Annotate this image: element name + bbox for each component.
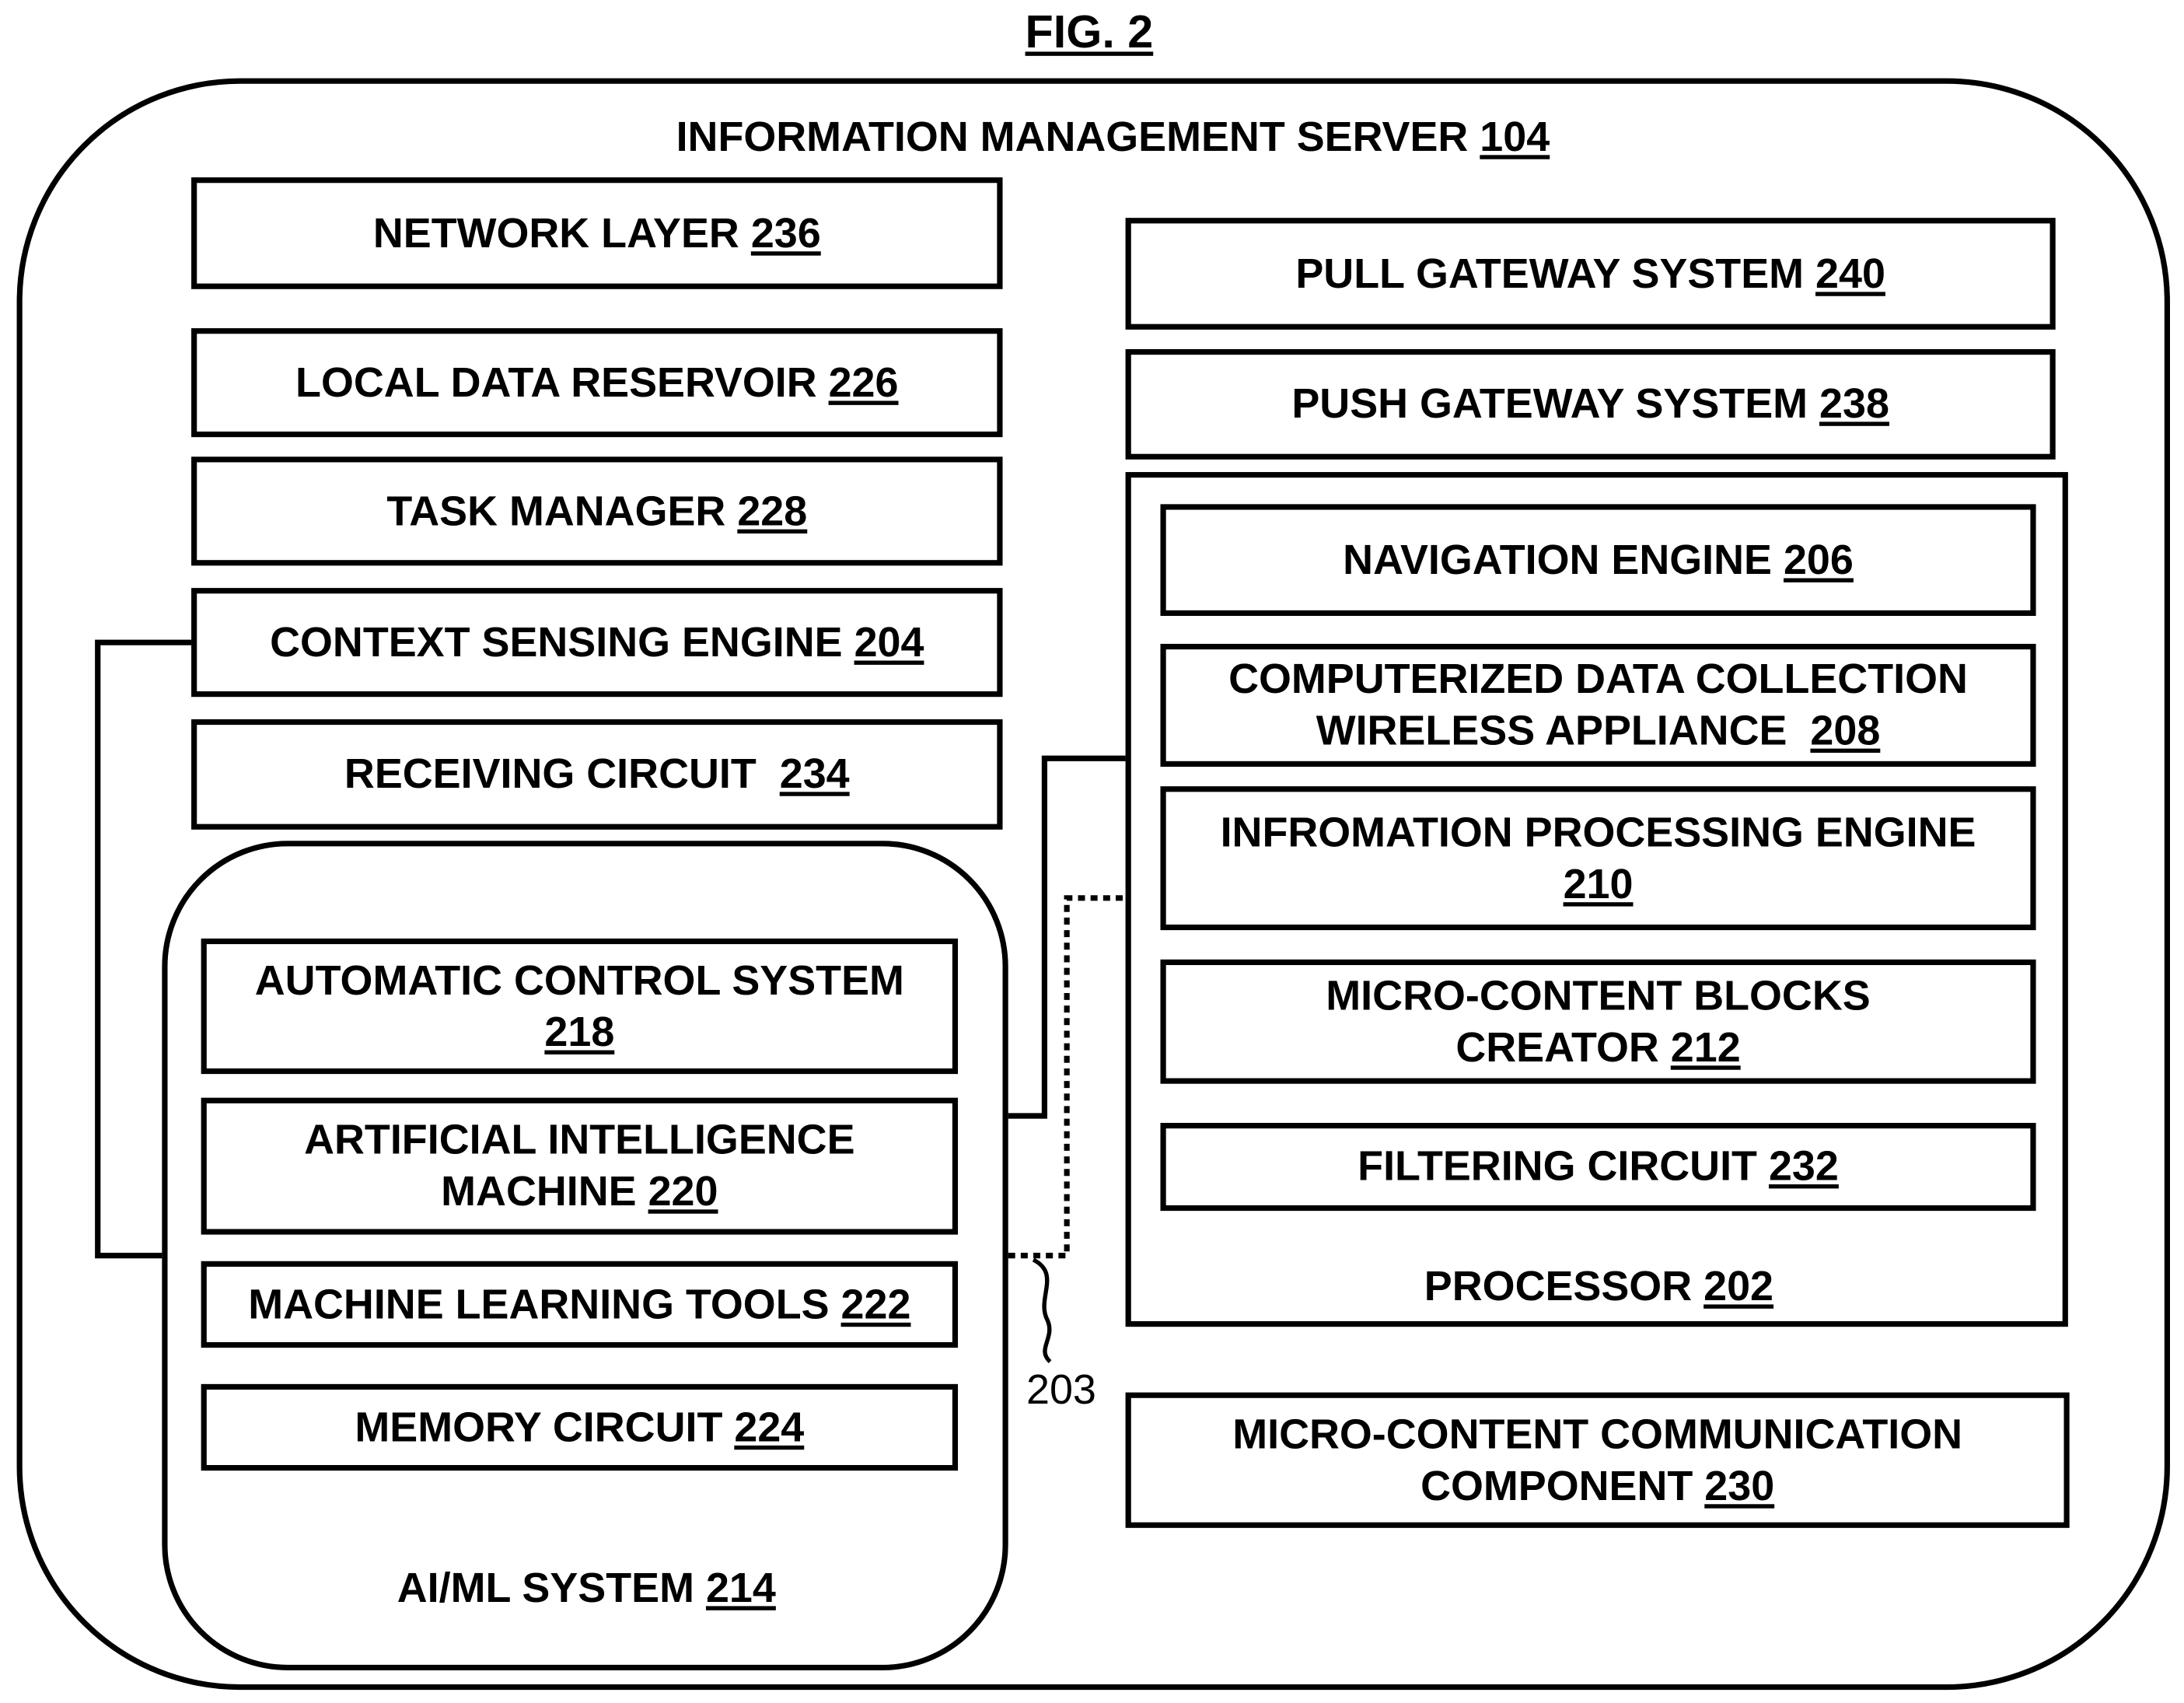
network-layer-box: NETWORK LAYER 236 [191, 177, 1003, 289]
micro-content-communication-component-box: MICRO-CONTENT COMMUNICATION COMPONENT 23… [1125, 1392, 2070, 1528]
navigation-engine-box: NAVIGATION ENGINE 206 [1160, 504, 2036, 617]
pull-gateway-system-box: PULL GATEWAY SYSTEM 240 [1125, 218, 2056, 330]
processor-boundary [1125, 472, 2068, 1327]
context-sensing-engine-box: CONTEXT SENSING ENGINE 204 [191, 588, 1003, 698]
server-label: INFORMATION MANAGEMENT SERVER 104 [676, 114, 1550, 161]
processor-label: PROCESSOR 202 [1424, 1264, 1774, 1310]
receiving-circuit-box: RECEIVING CIRCUIT 234 [191, 719, 1003, 830]
figure-title: FIG. 2 [1025, 5, 1154, 58]
automatic-control-system-box: AUTOMATIC CONTROL SYSTEM 218 [201, 938, 959, 1075]
aiml-system-boundary [162, 841, 1008, 1671]
information-management-server-boundary [16, 78, 2170, 1691]
micro-content-blocks-creator-box: MICRO-CONTENT BLOCKS CREATOR 212 [1160, 959, 2036, 1084]
filtering-circuit-box: FILTERING CIRCUIT 232 [1160, 1122, 2036, 1212]
machine-learning-tools-box: MACHINE LEARNING TOOLS 222 [201, 1261, 959, 1348]
aiml-system-label: AI/ML SYSTEM 214 [397, 1565, 776, 1612]
task-manager-box: TASK MANAGER 228 [191, 456, 1003, 566]
bus-leader-line [1032, 1257, 1052, 1364]
context-engine-to-aiml-line [95, 639, 192, 1259]
artificial-intelligence-machine-box: ARTIFICIAL INTELLIGENCE MACHINE 220 [201, 1097, 959, 1235]
aiml-to-info-processing-dotted-line [1008, 895, 1126, 1259]
computerized-data-collection-box: COMPUTERIZED DATA COLLECTION WIRELESS AP… [1160, 643, 2036, 768]
information-processing-engine-box: INFROMATION PROCESSING ENGINE 210 [1160, 786, 2036, 931]
local-data-reservoir-box: LOCAL DATA RESERVOIR 226 [191, 328, 1003, 438]
aiml-to-processor-line [1008, 755, 1126, 1119]
memory-circuit-box: MEMORY CIRCUIT 224 [201, 1383, 959, 1471]
bus-reference-label: 203 [1026, 1367, 1096, 1414]
push-gateway-system-box: PUSH GATEWAY SYSTEM 238 [1125, 349, 2056, 460]
